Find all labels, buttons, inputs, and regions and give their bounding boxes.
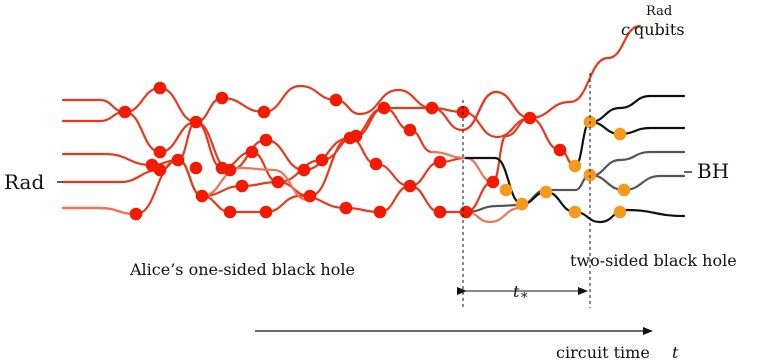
red-gate-node-0 — [118, 105, 132, 119]
t-star-subscript: * — [521, 291, 528, 306]
orange-gate-node-3 — [617, 183, 631, 197]
two-sided-wire-4 — [588, 94, 686, 124]
rad-top-c-symbol: c — [621, 20, 630, 39]
red-gate-node-39 — [553, 143, 567, 157]
orange-gate-node-4 — [613, 127, 627, 141]
red-gate-node-38 — [523, 111, 537, 125]
salmon-wire-0 — [61, 206, 138, 216]
red-gate-node-18 — [215, 161, 229, 175]
rad-left-label: Rad — [4, 170, 44, 194]
red-gate-node-33 — [339, 201, 353, 215]
red-wire-0 — [61, 24, 642, 139]
red-gate-node-17 — [349, 129, 363, 143]
red-gate-node-34 — [373, 205, 387, 219]
red-gate-node-26 — [235, 179, 249, 193]
orange-gate-node-8 — [613, 205, 627, 219]
red-gate-node-35 — [433, 205, 447, 219]
red-gate-node-19 — [245, 145, 259, 159]
red-gate-node-29 — [433, 155, 447, 169]
orange-gate-node-9 — [499, 183, 513, 197]
red-gate-node-23 — [403, 179, 417, 193]
alice-one-sided-label: Alice’s one-sided black hole — [129, 260, 355, 279]
red-gate-node-3 — [153, 81, 167, 95]
red-gate-node-27 — [303, 189, 317, 203]
red-gate-node-21 — [315, 153, 329, 167]
red-gate-node-32 — [259, 205, 273, 219]
red-gate-node-36 — [459, 205, 473, 219]
red-gate-node-6 — [377, 101, 391, 115]
red-gate-node-37 — [486, 175, 500, 189]
red-gate-node-31 — [223, 205, 237, 219]
circuit-time-t: t — [672, 343, 679, 362]
salmon-wire-1 — [200, 166, 310, 202]
t-star-label: t — [513, 282, 520, 301]
red-gate-node-25 — [195, 189, 209, 203]
red-gate-node-14 — [259, 133, 273, 147]
red-gate-node-9 — [153, 145, 167, 159]
red-gate-node-30 — [129, 207, 143, 221]
red-gate-node-24 — [153, 163, 167, 177]
red-gate-node-10 — [171, 153, 185, 167]
red-gate-node-15 — [297, 163, 311, 177]
red-gate-node-2 — [215, 91, 229, 105]
red-gate-node-22 — [403, 123, 417, 137]
orange-gate-node-1 — [568, 159, 582, 173]
two-sided-wire-1 — [464, 173, 686, 214]
red-gate-node-7 — [425, 101, 439, 115]
red-gate-node-1 — [189, 115, 203, 129]
red-wire-5 — [460, 90, 498, 132]
orange-gate-node-7 — [568, 205, 582, 219]
red-gate-node-4 — [257, 105, 271, 119]
salmon-wire-3 — [464, 206, 522, 224]
alice-circuit-wires — [61, 24, 642, 224]
red-gate-node-28 — [369, 157, 383, 171]
two-sided-gate-nodes — [499, 115, 631, 219]
rad-top-label: Rad — [646, 4, 672, 19]
two-sided-label: two-sided black hole — [570, 251, 737, 270]
circuit-time-label: circuit time — [556, 343, 650, 362]
red-gate-node-11 — [189, 161, 203, 175]
two-sided-circuit-wires — [464, 94, 686, 224]
red-gate-node-20 — [271, 175, 285, 189]
two-sided-wire-3 — [588, 150, 686, 178]
red-wire-2 — [61, 106, 434, 184]
red-wire-1 — [61, 90, 577, 172]
alice-gate-nodes — [118, 81, 567, 221]
red-gate-node-5 — [329, 93, 343, 107]
orange-gate-node-5 — [539, 185, 553, 199]
rad-top-qubits-label: qubits — [634, 20, 685, 39]
orange-gate-node-6 — [515, 197, 529, 211]
bh-right-label: BH — [697, 159, 729, 183]
